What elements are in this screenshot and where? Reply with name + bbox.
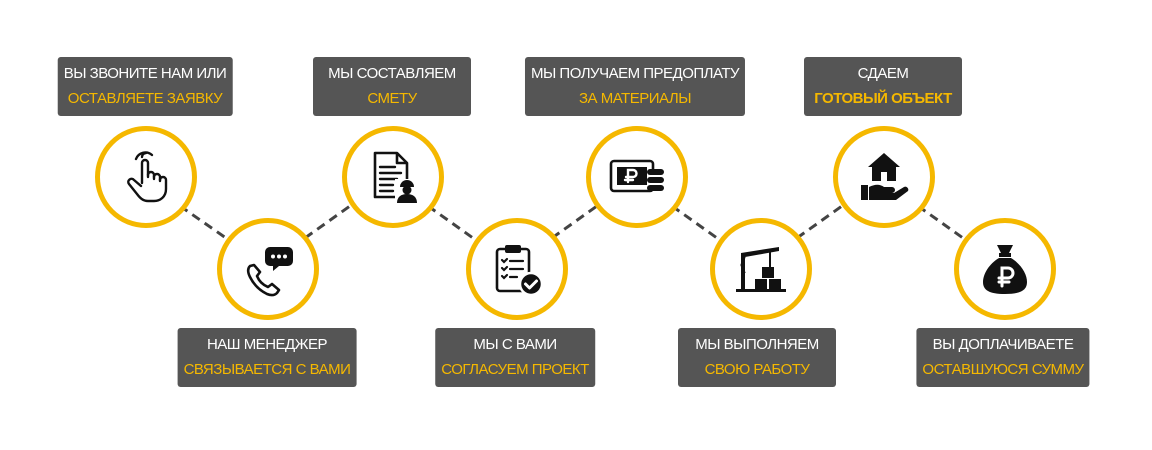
step-7-subtitle: ГОТОВЫЙ ОБЪЕКТ [814,90,952,107]
step-2-subtitle: СВЯЗЫВАЕТСЯ С ВАМИ [183,361,351,378]
step-8-subtitle: ОСТАВШУЮСЯ СУММУ [922,361,1084,378]
connector-5-6 [671,204,718,240]
step-1-title: ВЫ ЗВОНИТЕ НАМ ИЛИ [63,65,227,82]
step-4-circle [466,218,568,320]
step-2-title: НАШ МЕНЕДЖЕР [206,336,328,353]
step-7-title: СДАЕМ [857,65,909,82]
step-5-label: МЫ ПОЛУЧАЕМ ПРЕДОПЛАТУ ЗА МАТЕРИАЛЫ [524,57,746,116]
house-hand-icon [861,153,909,200]
connector-6-7 [796,204,843,240]
step-7-circle [833,126,935,228]
step-5-circle [586,126,688,228]
step-2-label: НАШ МЕНЕДЖЕР СВЯЗЫВАЕТСЯ С ВАМИ [177,328,357,387]
pointing-hand-icon [127,151,168,203]
ruble-bag-icon [983,245,1027,294]
step-5-subtitle: ЗА МАТЕРИАЛЫ [579,90,691,107]
step-8-title: ВЫ ДОПЛАЧИВАЕТЕ [932,336,1074,353]
step-3-circle [342,126,444,228]
connector-4-5 [551,204,598,240]
step-1-label: ВЫ ЗВОНИТЕ НАМ ИЛИ ОСТАВЛЯЕТЕ ЗАЯВКУ [57,57,233,116]
step-6-title: МЫ ВЫПОЛНЯЕМ [695,336,819,353]
connector-1-2 [179,204,227,240]
step-3-title: МЫ СОСТАВЛЯЕМ [328,65,456,82]
crane-icon [736,247,786,292]
document-engineer-icon [373,151,419,203]
step-8-label: ВЫ ДОПЛАЧИВАЕТЕ ОСТАВШУЮСЯ СУММУ [916,328,1090,387]
step-3-label: МЫ СОСТАВЛЯЕМ СМЕТУ [313,57,471,116]
connector-7-8 [917,204,964,240]
step-4-title: МЫ С ВАМИ [473,336,557,353]
step-6-label: МЫ ВЫПОЛНЯЕМ СВОЮ РАБОТУ [678,328,836,387]
step-3-subtitle: СМЕТУ [367,90,417,107]
step-6-subtitle: СВОЮ РАБОТУ [704,361,810,378]
step-5-title: МЫ ПОЛУЧАЕМ ПРЕДОПЛАТУ [530,65,740,82]
step-2-circle [217,218,319,320]
phone-chat-icon [246,247,293,297]
step-4-label: МЫ С ВАМИ СОГЛАСУЕМ ПРОЕКТ [435,328,595,387]
step-4-subtitle: СОГЛАСУЕМ ПРОЕКТ [441,361,589,378]
step-1-circle [95,126,197,228]
step-6-circle [710,218,812,320]
step-1-subtitle: ОСТАВЛЯЕТЕ ЗАЯВКУ [67,90,223,107]
connector-3-4 [427,204,474,240]
step-8-circle [954,218,1056,320]
step-7-label: СДАЕМ ГОТОВЫЙ ОБЪЕКТ [804,57,962,116]
clipboard-check-icon [495,245,544,297]
connector-2-3 [304,204,351,240]
ruble-money-icon [609,159,664,193]
